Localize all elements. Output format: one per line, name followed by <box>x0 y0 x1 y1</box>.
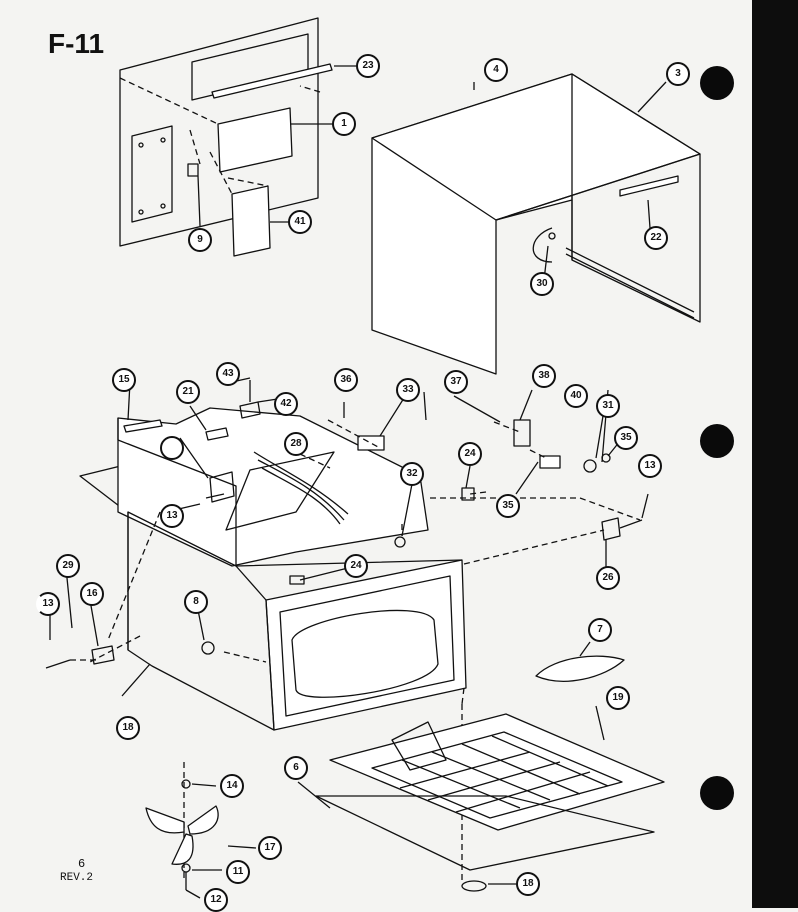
punch-hole-middle <box>700 424 734 458</box>
part-15-strip <box>123 419 163 433</box>
callout-11: 11 <box>226 860 250 884</box>
callout-30: 30 <box>530 272 554 296</box>
part-1-control-module <box>217 107 293 173</box>
callout-14: 14 <box>220 774 244 798</box>
part-14-washer <box>181 779 191 789</box>
callout-36: 36 <box>334 368 358 392</box>
callout-37: 37 <box>444 370 468 394</box>
callout-7: 7 <box>588 618 612 642</box>
part-17-fan-blade <box>145 805 219 865</box>
part-40-connector <box>539 455 561 469</box>
callout-43: 43 <box>216 362 240 386</box>
callout-18a: 18 <box>116 716 140 740</box>
part-24-block <box>289 575 305 585</box>
callout-16: 16 <box>80 582 104 606</box>
punch-hole-bottom <box>700 776 734 810</box>
callout-19: 19 <box>606 686 630 710</box>
part-16-bracket <box>91 645 115 665</box>
callout-3: 3 <box>666 62 690 86</box>
callout-1: 1 <box>332 112 356 136</box>
callout-4: 4 <box>484 58 508 82</box>
callout-13b: 13 <box>160 504 184 528</box>
part-9-knob <box>187 163 199 177</box>
callout-6: 6 <box>284 756 308 780</box>
part-21-pad <box>205 427 229 441</box>
panel-window <box>131 125 173 223</box>
part-22-rail <box>619 175 679 197</box>
figure-label: F-11 <box>48 28 105 59</box>
part-31-washer <box>583 459 597 473</box>
callout-28: 28 <box>284 432 308 456</box>
callout-15: 15 <box>112 368 136 392</box>
revision-label: REV.2 <box>60 872 94 884</box>
part-18-foot <box>461 880 487 892</box>
front-panel <box>119 17 319 247</box>
part-34-bracket <box>209 471 235 503</box>
part-7-lamp <box>535 641 625 682</box>
oven-window <box>291 609 439 698</box>
callout-41: 41 <box>288 210 312 234</box>
callout-34 <box>160 436 184 460</box>
air-duct <box>225 451 335 531</box>
callout-38: 38 <box>532 364 556 388</box>
callout-21: 21 <box>176 380 200 404</box>
fan-assembly <box>145 779 257 899</box>
punch-hole-top <box>700 66 734 100</box>
part-19-rack <box>329 705 665 831</box>
part-26-clip <box>601 517 621 541</box>
callout-24b: 24 <box>344 554 368 578</box>
part-6-bottom-plate <box>315 795 655 871</box>
cabinet-side <box>571 73 701 323</box>
callout-35b: 35 <box>496 494 520 518</box>
callout-31: 31 <box>596 394 620 418</box>
page-number: 6 <box>78 857 86 871</box>
part-41-plate <box>231 185 271 257</box>
part-28-wires <box>253 451 349 525</box>
callout-26: 26 <box>596 566 620 590</box>
part-38-bracket <box>513 419 531 447</box>
part-8-grommet <box>201 641 215 655</box>
callout-12: 12 <box>204 888 228 912</box>
callout-40: 40 <box>564 384 588 408</box>
main-chassis <box>45 377 649 880</box>
callout-24a: 24 <box>458 442 482 466</box>
chassis-top <box>117 407 429 567</box>
callout-29: 29 <box>56 554 80 578</box>
callout-8: 8 <box>184 590 208 614</box>
binding-strip <box>752 0 798 908</box>
part-11-nut <box>181 863 191 873</box>
callout-17: 17 <box>258 836 282 860</box>
front-panel-assembly <box>119 17 358 257</box>
callout-13c: 13 <box>36 592 60 616</box>
part-23-trim-strip <box>211 63 333 99</box>
callout-35a: 35 <box>614 426 638 450</box>
callout-22: 22 <box>644 226 668 250</box>
callout-23: 23 <box>356 54 380 78</box>
cabinet-assembly <box>371 73 701 375</box>
callout-9: 9 <box>188 228 212 252</box>
callout-42: 42 <box>274 392 298 416</box>
callout-32: 32 <box>400 462 424 486</box>
callout-18b: 18 <box>516 872 540 896</box>
part-33-relay <box>357 435 385 451</box>
part-32-screw <box>394 536 406 548</box>
callout-13a: 13 <box>638 454 662 478</box>
part-42-switch <box>239 401 261 419</box>
callout-33: 33 <box>396 378 420 402</box>
